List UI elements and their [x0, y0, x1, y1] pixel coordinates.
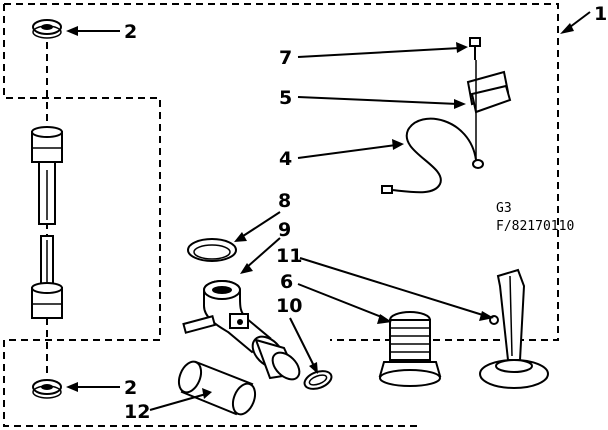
callout-label-washer-top: 2: [124, 21, 137, 43]
figure-code-line-1: G3: [496, 201, 512, 216]
callout-label-o-ring-bottom: 10: [276, 295, 302, 317]
callout-foot: 6: [280, 271, 392, 324]
washer-top: [32, 19, 62, 39]
callout-leg: 11: [276, 245, 494, 321]
callout-label-washer-bottom: 2: [124, 377, 137, 399]
callout-label-foot: 6: [280, 271, 293, 293]
leveling-foot: [378, 311, 442, 387]
callout-ground-wire: 4: [279, 139, 404, 170]
callout-hose: 12: [124, 388, 212, 423]
o-ring-top: [187, 238, 237, 262]
callout-label-o-ring-top: 8: [278, 190, 291, 212]
shaft-assembly: [31, 126, 63, 319]
o-ring-bottom: [303, 370, 333, 390]
callout-clamp: 5: [279, 87, 466, 109]
washer-bottom: [32, 379, 62, 399]
elbow-fitting: [182, 280, 301, 381]
figure-code-line-2: F/82170110: [496, 219, 574, 234]
assembly-boundary: [3, 3, 559, 427]
screw: [469, 37, 481, 60]
callout-assembly: 1: [560, 3, 607, 34]
callout-washer-top: 2: [66, 21, 137, 43]
leg-post: [479, 268, 549, 389]
callout-label-clamp: 5: [279, 87, 292, 109]
callout-washer-bottom: 2: [66, 377, 137, 399]
ground-clamp: [466, 60, 512, 160]
callout-label-ground-wire: 4: [279, 148, 292, 170]
callout-o-ring-top: 8: [234, 190, 291, 242]
hose-section: [177, 360, 257, 416]
callout-label-screw: 7: [279, 47, 292, 69]
callout-o-ring-bottom: 10: [276, 295, 318, 374]
callout-label-leg: 11: [276, 245, 302, 267]
callout-screw: 7: [279, 42, 468, 69]
callout-elbow: 9: [240, 219, 291, 274]
callout-label-elbow: 9: [278, 219, 291, 241]
callout-label-hose: 12: [124, 401, 150, 423]
ground-wire: [381, 117, 484, 194]
figure-code: G3 F/82170110: [496, 201, 574, 234]
callout-label-assembly: 1: [594, 3, 607, 25]
